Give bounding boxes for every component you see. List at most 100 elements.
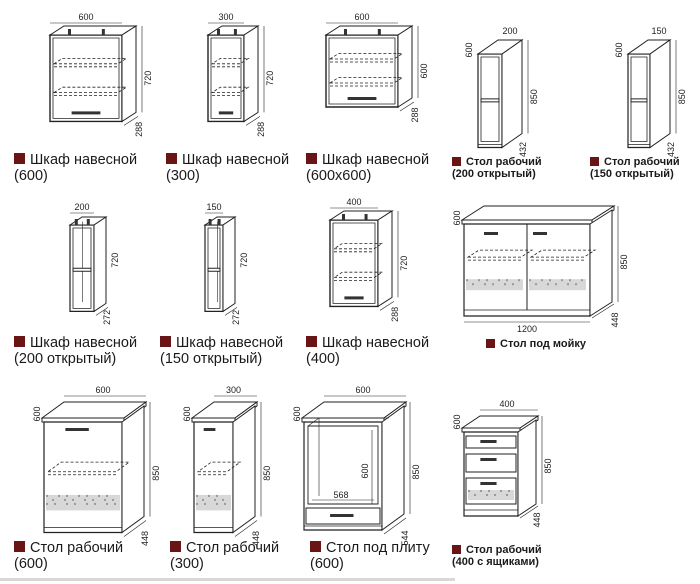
item-caption: Стол под мойку bbox=[486, 338, 586, 350]
door-handle bbox=[218, 111, 234, 115]
item-caption: Стол рабочий(600) bbox=[14, 540, 123, 572]
dim-depth-top: 600 bbox=[452, 414, 462, 429]
dim-width: 1200 bbox=[517, 324, 537, 334]
cabinet-side bbox=[381, 405, 405, 531]
dim-line bbox=[224, 307, 238, 316]
shelf-dashed bbox=[466, 249, 534, 258]
caption-line: (150 открытый) bbox=[160, 351, 263, 368]
dim-width: 200 bbox=[74, 202, 89, 212]
shelf-dashed bbox=[52, 86, 128, 93]
bullet-square bbox=[306, 335, 317, 347]
countertop-edge bbox=[461, 219, 593, 225]
dim-depth: 448 bbox=[251, 531, 261, 546]
shelf bbox=[72, 267, 92, 272]
caption-line: (150 открытый) bbox=[590, 168, 674, 181]
dim-depth: 432 bbox=[666, 142, 676, 157]
item-caption: Шкаф навесной(600x600) bbox=[306, 152, 429, 184]
hanger bbox=[208, 219, 212, 225]
dim-height: 720 bbox=[265, 71, 275, 86]
dim-line bbox=[399, 101, 415, 112]
dim-depth: 288 bbox=[134, 122, 144, 137]
dim-width: 300 bbox=[226, 385, 241, 395]
table-side bbox=[501, 39, 523, 149]
countertop bbox=[460, 205, 616, 221]
cabinet-front bbox=[329, 219, 379, 308]
stone-texture bbox=[529, 279, 586, 291]
caption-line: (400) bbox=[306, 351, 340, 368]
caption-line: Стол рабочий bbox=[466, 544, 542, 556]
dim-height: 850 bbox=[529, 89, 539, 104]
shelf-dashed bbox=[210, 86, 250, 93]
shelf-dashed bbox=[332, 271, 384, 278]
dim-line bbox=[383, 517, 407, 535]
item-caption: Стол рабочий(200 открытый) bbox=[452, 156, 542, 181]
hanger bbox=[86, 219, 90, 225]
door-handle bbox=[71, 111, 101, 115]
item-caption: Шкаф навесной(150 открытый) bbox=[160, 335, 283, 367]
hanger bbox=[233, 29, 237, 35]
stone-texture bbox=[46, 494, 120, 511]
dim-depth: 448 bbox=[140, 531, 150, 546]
dim-height: 720 bbox=[110, 253, 120, 268]
item-caption: Шкаф навесной(200 открытый) bbox=[14, 335, 137, 367]
dim-height: 600 bbox=[419, 63, 429, 78]
dim-height: 850 bbox=[619, 254, 629, 269]
drawer-handle bbox=[480, 458, 497, 461]
door-frame bbox=[332, 222, 376, 304]
caption-line: Шкаф навесной bbox=[30, 152, 138, 168]
dim-height: 720 bbox=[239, 253, 249, 268]
dim-height: 850 bbox=[262, 466, 272, 481]
caption-line: (600) bbox=[310, 556, 344, 573]
stone-texture bbox=[468, 490, 514, 500]
dim-line bbox=[123, 520, 147, 537]
hanger bbox=[217, 29, 220, 35]
door-handle bbox=[484, 232, 498, 235]
cabinet-front bbox=[49, 34, 123, 123]
dim-width: 200 bbox=[502, 26, 517, 36]
item-caption: Стол рабочий(150 открытый) bbox=[590, 156, 680, 181]
bullet-square bbox=[14, 540, 25, 552]
hanger bbox=[101, 29, 105, 35]
oven-niche bbox=[307, 425, 379, 505]
door-frame bbox=[328, 37, 396, 105]
shelf-dashed bbox=[210, 58, 250, 65]
hanger bbox=[68, 29, 71, 35]
caption-line: Шкаф навесной bbox=[322, 152, 430, 168]
cabinet-top bbox=[324, 25, 414, 36]
dim-width: 600 bbox=[354, 12, 369, 22]
bullet-square bbox=[14, 152, 25, 164]
shelf-dashed bbox=[196, 461, 242, 473]
bullet-square bbox=[452, 544, 461, 554]
open-cavity bbox=[207, 227, 221, 309]
open-cavity bbox=[480, 56, 500, 142]
bullet-square bbox=[166, 152, 177, 164]
item-caption: Шкаф навесной(300) bbox=[166, 152, 289, 184]
dim-depth: 288 bbox=[256, 122, 266, 137]
caption-line: Шкаф навесной bbox=[30, 335, 138, 351]
countertop-edge bbox=[41, 417, 125, 423]
countertop-edge bbox=[191, 417, 236, 423]
dim-depth-top: 600 bbox=[292, 406, 302, 421]
door-frame bbox=[210, 37, 242, 119]
dim-depth-top: 600 bbox=[32, 406, 42, 421]
dim-height: 850 bbox=[411, 464, 421, 479]
